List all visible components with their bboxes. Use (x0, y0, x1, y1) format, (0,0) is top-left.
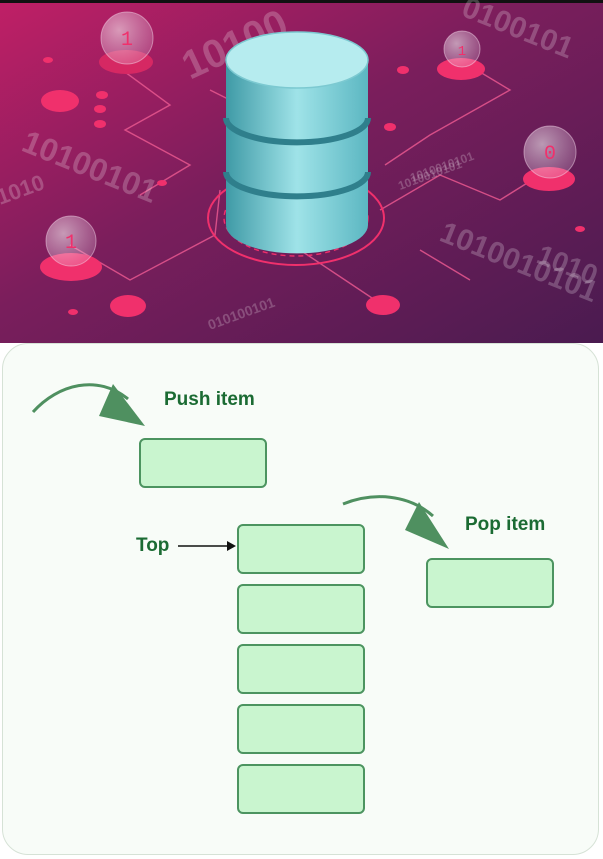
top-pointer-arrow-icon (178, 541, 236, 551)
orb-digit: 1 (65, 232, 77, 255)
orb-digit: 1 (121, 29, 133, 52)
pop-item-box (426, 558, 554, 608)
node-orb: 1 (437, 30, 485, 80)
pop-arrow-icon (342, 495, 449, 549)
orb-digit: 1 (458, 44, 466, 60)
circuit-dots (41, 57, 585, 317)
stack-item (237, 704, 365, 754)
stack-item (237, 764, 365, 814)
orb-digit: 0 (544, 143, 556, 166)
push-item-box (139, 438, 267, 488)
stack-diagram: Push item Pop item Top (2, 343, 599, 855)
stack-item-top (237, 524, 365, 574)
push-arrow-icon (31, 383, 145, 426)
push-item-label: Push item (164, 389, 255, 410)
database-icon (223, 31, 371, 254)
pop-item-label: Pop item (465, 514, 546, 535)
database-illustration: 10100 10100101 0100101 1010010101 101001… (0, 0, 603, 343)
stack-item (237, 644, 365, 694)
stack-item (237, 584, 365, 634)
node-orb: 0 (523, 125, 577, 191)
top-label: Top (136, 535, 170, 556)
node-orb: 1 (99, 11, 154, 74)
node-orb: 1 (40, 215, 102, 281)
top-edge (0, 0, 603, 3)
